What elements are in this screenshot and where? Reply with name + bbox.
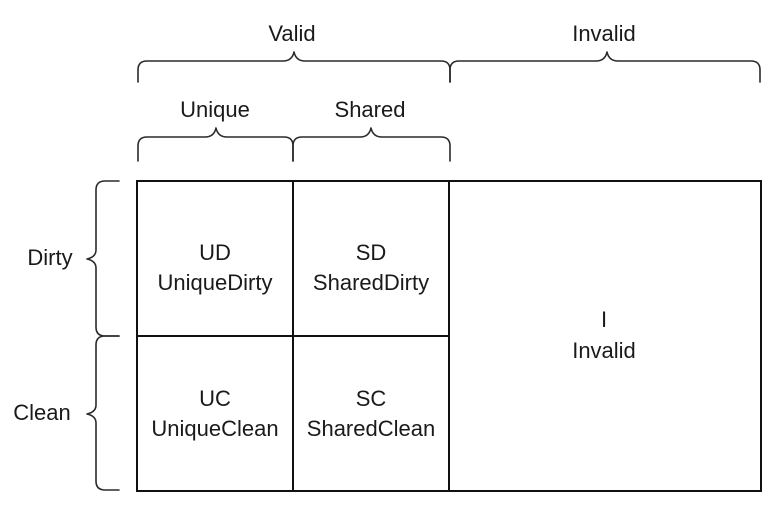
shared-label: Shared xyxy=(335,97,406,122)
cell-uc-abbr: UC xyxy=(199,386,231,411)
dirty-label: Dirty xyxy=(27,245,72,270)
cell-ud-abbr: UD xyxy=(199,240,231,265)
cell-sd-name: SharedDirty xyxy=(313,270,429,295)
cell-shared-dirty xyxy=(292,180,450,337)
cell-shared-clean xyxy=(292,335,450,492)
valid-label: Valid xyxy=(268,21,315,46)
clean-label: Clean xyxy=(13,400,70,425)
cell-uc-name: UniqueClean xyxy=(151,416,278,441)
valid-brace xyxy=(137,51,451,83)
dirty-brace xyxy=(86,180,120,337)
clean-brace xyxy=(86,335,120,491)
cell-ud-name: UniqueDirty xyxy=(158,270,273,295)
cell-i-abbr: I xyxy=(601,307,607,332)
invalid-label: Invalid xyxy=(572,21,636,46)
cell-unique-dirty xyxy=(136,180,294,337)
cell-i-name: Invalid xyxy=(572,338,636,363)
cell-invalid xyxy=(448,180,762,492)
cell-sd-abbr: SD xyxy=(356,240,387,265)
unique-brace xyxy=(137,127,294,162)
invalid-brace xyxy=(449,51,761,83)
cell-sc-abbr: SC xyxy=(356,386,387,411)
shared-brace xyxy=(292,127,451,162)
cell-sc-name: SharedClean xyxy=(307,416,435,441)
cell-unique-clean xyxy=(136,335,294,492)
unique-label: Unique xyxy=(180,97,250,122)
